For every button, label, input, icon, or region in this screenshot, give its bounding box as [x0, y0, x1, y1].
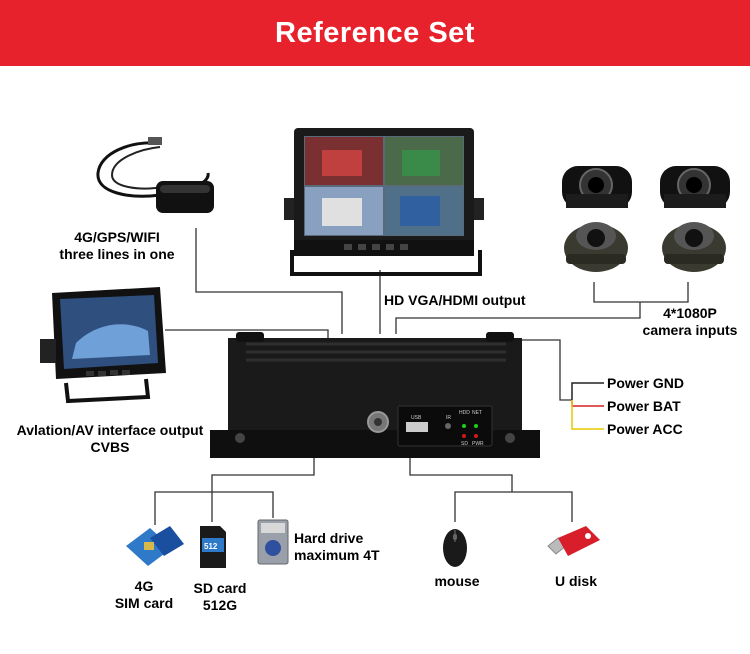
dvr-net-text: NET — [472, 410, 482, 416]
sd-label-line1: SD card — [193, 580, 247, 596]
hdd-label: Hard drive maximum 4T — [294, 530, 380, 564]
wire-cameras-bracket — [593, 282, 689, 303]
side-camera-icon-2 — [660, 166, 730, 272]
wire-usb — [409, 457, 513, 492]
mobile-dvr-unit: USB IR HDD NET SD PWR — [210, 332, 540, 458]
sd-card-icon: 512 — [200, 526, 226, 568]
side-camera-icon-1 — [562, 166, 632, 272]
hd-monitor-icon — [284, 128, 484, 276]
sd-label: SD card 512G — [184, 580, 256, 614]
header-banner: Reference Set — [0, 0, 750, 66]
hard-drive-icon — [257, 519, 289, 565]
sd-card-capacity-text: 512 — [204, 542, 218, 551]
sd-label-line2: 512G — [202, 597, 238, 613]
av-label-line2: CVBS — [90, 439, 130, 455]
cameras-label-line2: camera inputs — [642, 322, 738, 338]
av-label: Avlation/AV interface output CVBS — [8, 422, 212, 456]
power-acc-label: Power ACC — [607, 421, 683, 437]
power-bat-label: Power BAT — [607, 398, 681, 414]
antenna-label-line2: three lines in one — [59, 246, 175, 262]
cameras-label: 4*1080P camera inputs — [636, 305, 744, 339]
udisk-label: U disk — [554, 573, 597, 589]
hdd-label-line2: maximum 4T — [294, 547, 380, 563]
wire-storage — [211, 457, 315, 492]
power-gnd-label: Power GND — [607, 375, 685, 391]
wire-power-acc — [571, 400, 604, 430]
banner-title: Reference Set — [275, 16, 475, 49]
sim-card-icon — [126, 526, 184, 566]
antenna-label: 4G/GPS/WIFI three lines in one — [48, 229, 186, 263]
dvr-usb-text: USB — [411, 415, 422, 421]
dvr-pwr-text: PWR — [472, 441, 484, 447]
mouse-icon — [443, 529, 467, 567]
wire-power-gnd — [571, 382, 604, 400]
dvr-hdd-text: HDD — [459, 410, 470, 416]
wire-av — [165, 329, 329, 340]
cameras-label-line1: 4*1080P — [663, 305, 717, 321]
hdd-label-line1: Hard drive — [294, 530, 364, 546]
dvr-ir-text: IR — [446, 415, 451, 421]
monitor-output-label: HD VGA/HDMI output — [384, 292, 526, 308]
mouse-label: mouse — [434, 573, 480, 589]
wire-antenna — [195, 228, 343, 334]
av-monitor-icon — [40, 287, 166, 404]
sim-label: 4G SIM card — [104, 578, 184, 612]
sim-label-line1: 4G — [134, 578, 154, 594]
u-disk-icon — [547, 526, 600, 556]
wire-storage-branch — [154, 491, 274, 525]
wire-power — [522, 339, 572, 401]
antenna-icon — [96, 137, 214, 213]
dvr-sd-text: SD — [461, 441, 468, 447]
av-label-line1: Avlation/AV interface output — [16, 422, 204, 438]
wire-cameras — [395, 302, 641, 334]
wire-power-bat — [571, 400, 604, 407]
wire-usb-branch — [454, 491, 573, 522]
antenna-label-line1: 4G/GPS/WIFI — [74, 229, 160, 245]
sim-label-line2: SIM card — [114, 595, 174, 611]
